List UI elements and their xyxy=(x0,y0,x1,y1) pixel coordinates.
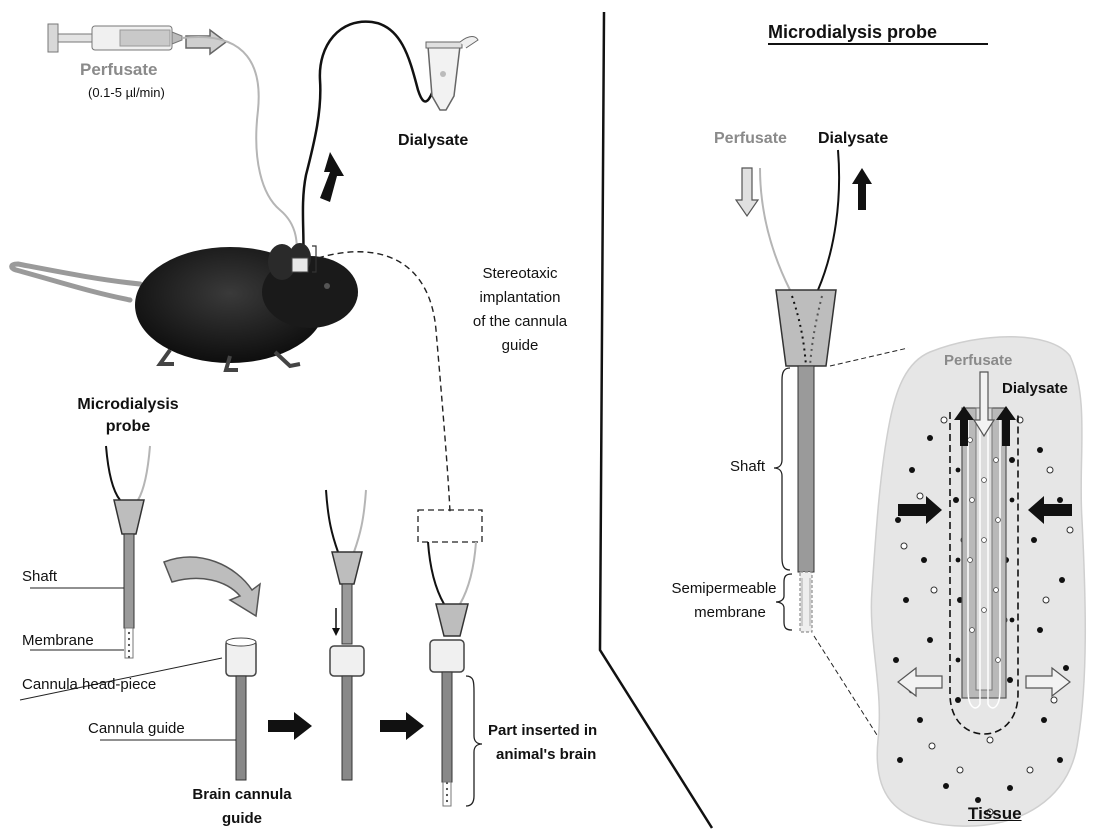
dialysate-up-arrow-right xyxy=(852,168,872,210)
right-perfusate-label: Perfusate xyxy=(714,130,787,148)
probe-inserted xyxy=(418,510,482,806)
right-membrane-line-2: membrane xyxy=(694,604,766,621)
probe-title-line-2: probe xyxy=(106,418,150,436)
perfusate-label: Perfusate xyxy=(80,60,157,80)
perfusate-tubing xyxy=(182,37,297,262)
probe-inserting xyxy=(326,490,366,780)
large-probe xyxy=(776,290,836,632)
syringe xyxy=(48,24,182,52)
stereotaxic-line-1: Stereotaxic xyxy=(482,265,557,282)
inserted-line-1: Part inserted in xyxy=(488,722,597,739)
brain-cannula-line-2: guide xyxy=(222,810,262,827)
dialysate-label: Dialysate xyxy=(398,132,468,150)
perfusate-tube-right xyxy=(760,168,790,290)
stereotaxic-line-4: guide xyxy=(502,337,539,354)
panel-divider xyxy=(600,12,712,828)
small-probe xyxy=(106,446,150,658)
stereotaxic-line-2: implantation xyxy=(480,289,561,306)
tissue-label: Tissue xyxy=(968,804,1022,824)
collection-tube-icon xyxy=(426,37,478,111)
step-arrow-2 xyxy=(380,712,424,740)
right-title: Microdialysis probe xyxy=(768,22,937,43)
cannula-guide-label: Cannula guide xyxy=(88,720,185,737)
dialysate-tube-right xyxy=(818,150,839,290)
shaft-brace-right xyxy=(774,368,790,570)
right-shaft-label: Shaft xyxy=(730,458,765,475)
inserted-line-2: animal's brain xyxy=(496,746,596,763)
step-arrow-1 xyxy=(268,712,312,740)
brain-cannula-line-1: Brain cannula xyxy=(192,786,291,803)
inset-perfusate-label: Perfusate xyxy=(944,352,1012,369)
perfusate-down-arrow xyxy=(736,168,758,216)
shaft-label-left: Shaft xyxy=(22,568,57,585)
curved-insert-arrow xyxy=(164,557,260,616)
head-piece-label: Cannula head-piece xyxy=(22,676,156,693)
membrane-label-left: Membrane xyxy=(22,632,94,649)
inserted-part-brace xyxy=(466,676,482,806)
right-dialysate-label: Dialysate xyxy=(818,130,888,148)
inset-dialysate-label: Dialysate xyxy=(1002,380,1068,397)
mouse-image xyxy=(12,243,358,370)
right-membrane-line-1: Semipermeable xyxy=(671,580,776,597)
perfusate-flow-arrow xyxy=(186,30,226,54)
flow-rate-label: (0.1-5 µl/min) xyxy=(88,85,165,100)
stereotaxic-line-3: of the cannula xyxy=(473,313,567,330)
membrane-brace-right xyxy=(776,574,792,630)
zoom-line-top xyxy=(830,348,908,366)
dialysate-up-arrow xyxy=(320,152,344,202)
probe-title-line-1: Microdialysis xyxy=(77,396,178,414)
cannula-guide-standalone xyxy=(226,638,256,780)
